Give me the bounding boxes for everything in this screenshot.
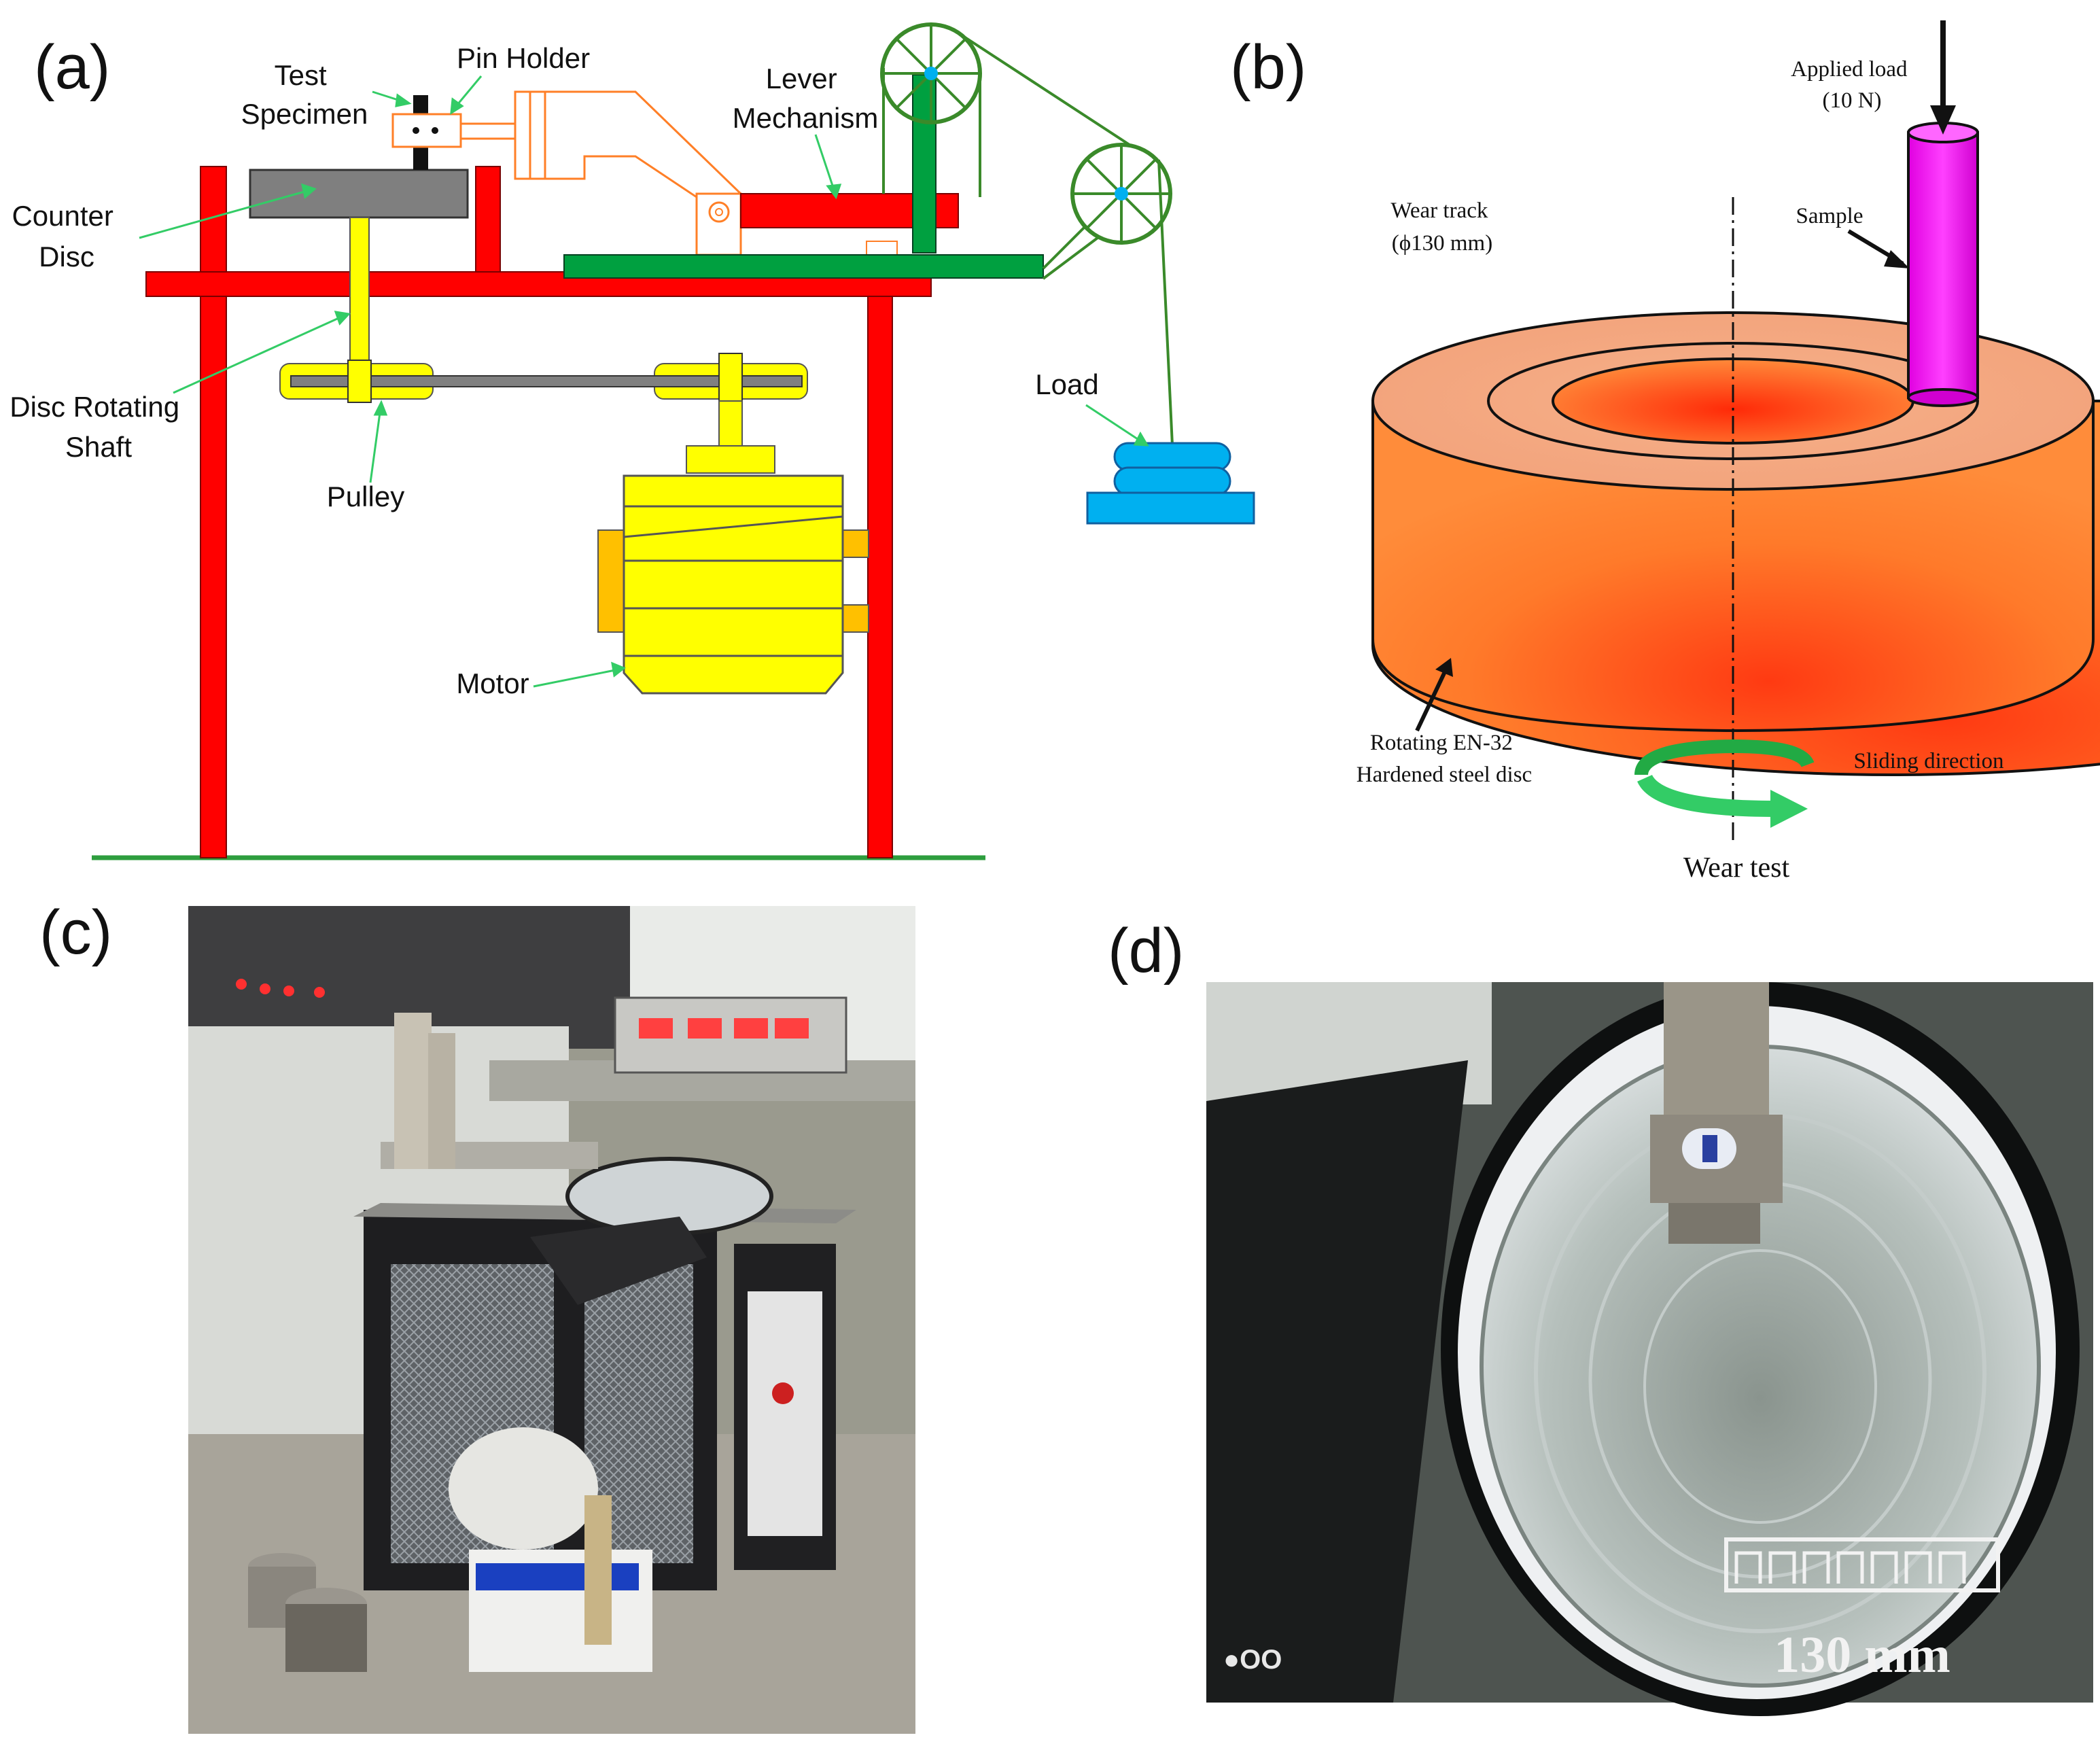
lever-stop [866, 241, 898, 256]
label-wear-test: Wear test [1683, 852, 1790, 884]
sample-pin [1907, 122, 1979, 407]
scale-bar [1724, 1537, 2000, 1592]
drive-belt [290, 375, 803, 387]
pin-holder-flange [529, 90, 546, 180]
frame-leg-right [867, 292, 893, 858]
scale-bar-label: 130 mm [1774, 1626, 1950, 1684]
lever-pivot [715, 208, 723, 216]
pulley-hub-right [718, 353, 743, 403]
scale-bar-ticks [1734, 1551, 1966, 1584]
label-sliding-direction: Sliding direction [1854, 749, 2004, 773]
sliding-direction-arrow [1634, 739, 1815, 828]
lever-base-plate [563, 254, 1044, 279]
load-ropes [882, 36, 1174, 446]
applied-load-arrow [1930, 20, 1956, 135]
pin-holder-dot [432, 127, 438, 134]
label-motor: Motor [456, 667, 529, 699]
label-pulley: Pulley [327, 481, 404, 512]
sample-arrow [1847, 229, 1910, 268]
label-sample: Sample [1796, 204, 1863, 228]
panel-a: (a) [10, 22, 1255, 860]
frame-leg-left [200, 166, 227, 858]
load-wheel-lower [1070, 143, 1172, 245]
panel-d-label: (d) [1108, 916, 1184, 986]
panel-b-label: (b) [1230, 33, 1306, 102]
lever-pivot [708, 201, 730, 223]
panel-c: (c) [39, 898, 915, 1734]
label-disc-rotating-shaft: Disc Rotating Shaft [10, 391, 187, 463]
label-pin-holder: Pin Holder [457, 42, 590, 74]
load-weights [1086, 442, 1255, 525]
panel-c-label: (c) [39, 898, 112, 967]
tribometer-photo [188, 906, 915, 1734]
motor-shaft-base [686, 445, 775, 474]
frame-post-right [475, 166, 501, 273]
label-wear-track: Wear track (ϕ130 mm) [1390, 198, 1493, 256]
label-applied-load: Applied load (10 N) [1791, 57, 1913, 113]
pin-holder-flange [514, 90, 531, 180]
pin-holder-rod [459, 122, 517, 140]
panel-b: (b) [1230, 20, 2100, 884]
counter-disc [249, 169, 469, 219]
panel-d: (d) [1108, 916, 2093, 1716]
motor-body [597, 474, 869, 695]
pin-holder-dot [413, 127, 419, 134]
pulley-hub-left [347, 360, 372, 403]
leader-arrows-a [139, 75, 1149, 688]
label-rotating-disc: Rotating EN-32 Hardened steel disc [1357, 731, 1532, 787]
label-lever-mechanism: Lever Mechanism [733, 63, 879, 134]
disc-photo: 130 mm ●OO [1206, 982, 2093, 1716]
pin-holder-block [391, 113, 462, 148]
panel-a-label: (a) [34, 33, 110, 102]
disc-arrow [1415, 658, 1453, 732]
label-test-specimen: Test Specimen [241, 59, 368, 130]
label-counter-disc: Counter Disc [12, 200, 121, 273]
photo-logo: ●OO [1223, 1645, 1282, 1675]
motor-shaft [718, 400, 743, 449]
pin-holder-arm [544, 90, 742, 205]
label-load: Load [1035, 368, 1098, 400]
